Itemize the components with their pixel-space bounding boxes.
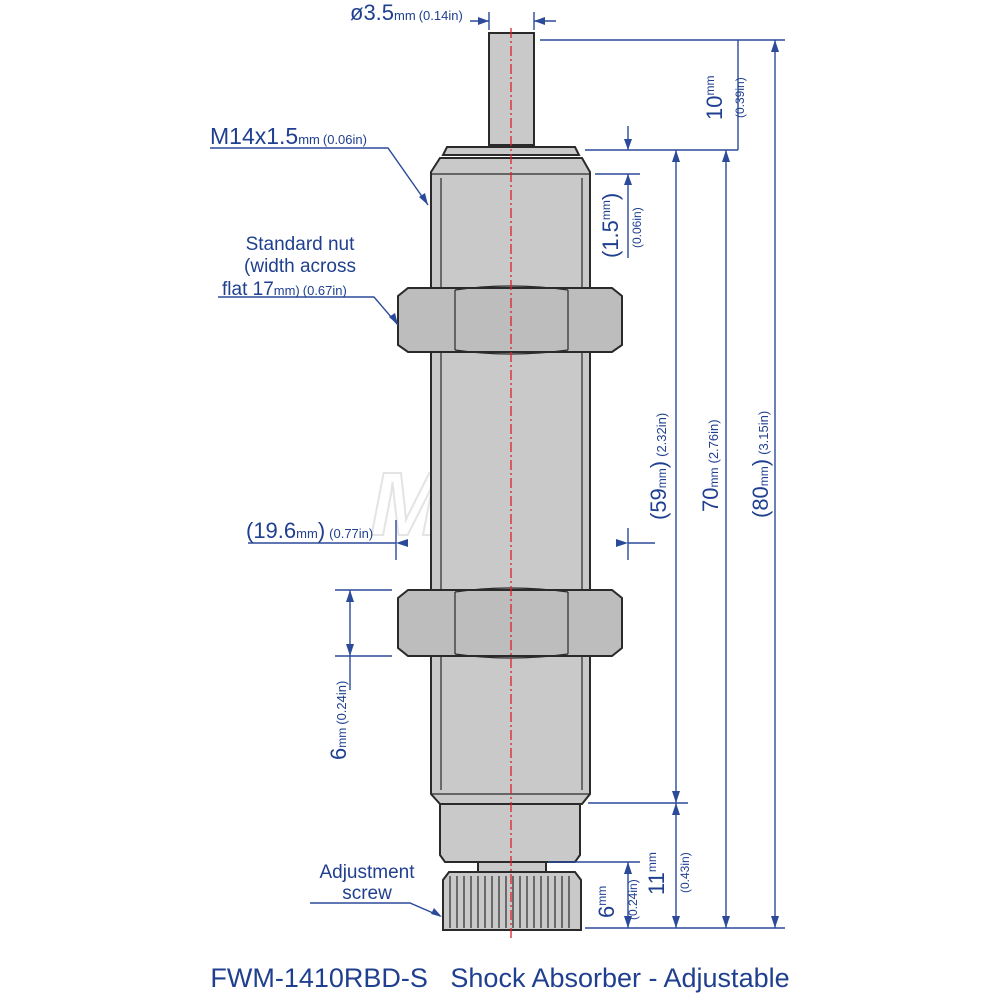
- adjustment-label-line2: screw: [342, 883, 392, 904]
- length-80-label: (80mm)(3.15in): [748, 411, 773, 518]
- screw-length-alt: (0.24in): [626, 879, 640, 920]
- dimension-lines: [210, 12, 785, 929]
- thread-label: M14x1.5mm(0.06in): [210, 123, 367, 149]
- rod-length-label: 10mm: [702, 76, 727, 120]
- end-length-label: 11mm: [644, 852, 669, 895]
- part-geometry: [397, 28, 623, 940]
- body-diameter-label: (19.6mm)(0.77in): [246, 518, 373, 543]
- screw-length-label: 6mm: [594, 886, 619, 918]
- adjustment-label-line1: Adjustment: [319, 862, 415, 883]
- lower-nut: [397, 587, 623, 659]
- nut-label-line3: flat 17mm)(0.67in): [222, 279, 347, 300]
- adjustment-screw-knob: [442, 871, 582, 931]
- rod-diameter-label: ø3.5mm(0.14in): [350, 0, 463, 25]
- chamfer-alt: (0.06in): [630, 207, 644, 248]
- page-title: FWM-1410RBD-S Shock Absorber - Adjustabl…: [210, 963, 789, 993]
- nut-label-line1: Standard nut: [246, 234, 356, 255]
- end-length-alt: (0.43in): [678, 852, 692, 893]
- screw-neck: [477, 861, 547, 873]
- dimension-labels: ø3.5mm(0.14in) 10mm (0.39in) M14x1.5mm(0…: [210, 0, 773, 920]
- upper-nut: [397, 285, 623, 355]
- nut-label-line2: (width across: [244, 256, 356, 277]
- nut-width-label: 6mm(0.24in): [326, 681, 351, 760]
- end-cylinder: [439, 803, 581, 863]
- rod-length-alt: (0.39in): [733, 77, 747, 118]
- chamfer-label: (1.5mm): [598, 193, 623, 258]
- thread-length-label: (59mm)(2.32in): [646, 413, 671, 520]
- length-70-label: 70mm(2.76in): [698, 419, 723, 512]
